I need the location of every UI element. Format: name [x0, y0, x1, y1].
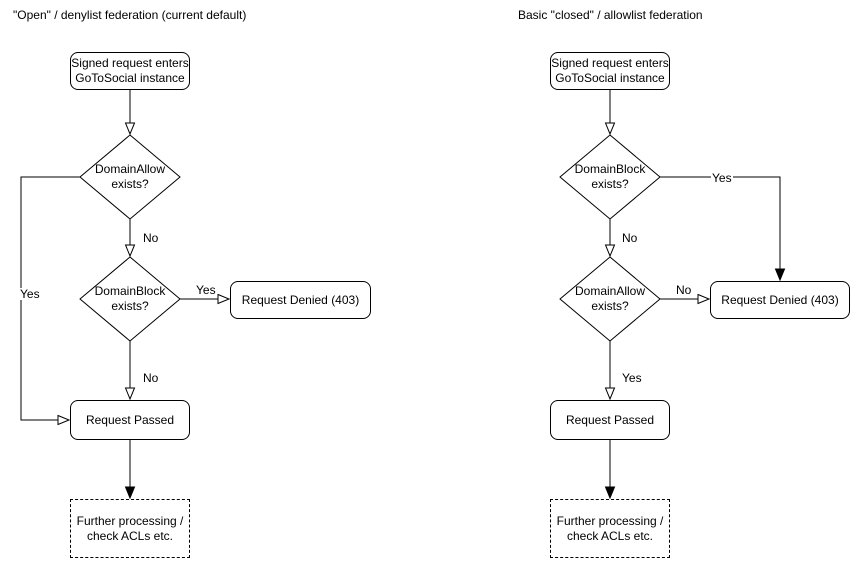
- left-further-node: Further processing / check ACLs etc.: [70, 499, 190, 558]
- left-denied-node: Request Denied (403): [230, 281, 371, 319]
- left-decision1-diamond: [79, 134, 181, 220]
- right-decision2-yes-label: Yes: [622, 371, 642, 385]
- left-passed-node: Request Passed: [70, 400, 190, 440]
- diagram-title-right: Basic "closed" / allowlist federation: [518, 8, 703, 22]
- right-denied-node: Request Denied (403): [710, 281, 850, 319]
- left-decision2-yes-label: Yes: [196, 283, 216, 297]
- left-start-node: Signed request enters GoToSocial instanc…: [70, 52, 190, 90]
- edge-right-decision1-yes-to-denied: [660, 176, 780, 280]
- right-decision1-diamond: [559, 134, 661, 220]
- right-passed-node: Request Passed: [550, 400, 670, 440]
- left-decision1-yes-label: Yes: [19, 287, 41, 301]
- right-decision2-no-label: No: [676, 283, 692, 297]
- left-decision2-no-label: No: [143, 371, 159, 385]
- right-decision1-yes-label: Yes: [711, 171, 733, 185]
- diagram-title-left: "Open" / denylist federation (current de…: [13, 8, 247, 22]
- right-decision2-diamond: [559, 256, 661, 342]
- left-decision1-no-label: No: [143, 231, 159, 245]
- right-further-node: Further processing / check ACLs etc.: [550, 499, 670, 558]
- right-start-node: Signed request enters GoToSocial instanc…: [550, 52, 670, 90]
- left-decision2-diamond: [79, 256, 181, 342]
- right-decision1-no-label: No: [622, 231, 638, 245]
